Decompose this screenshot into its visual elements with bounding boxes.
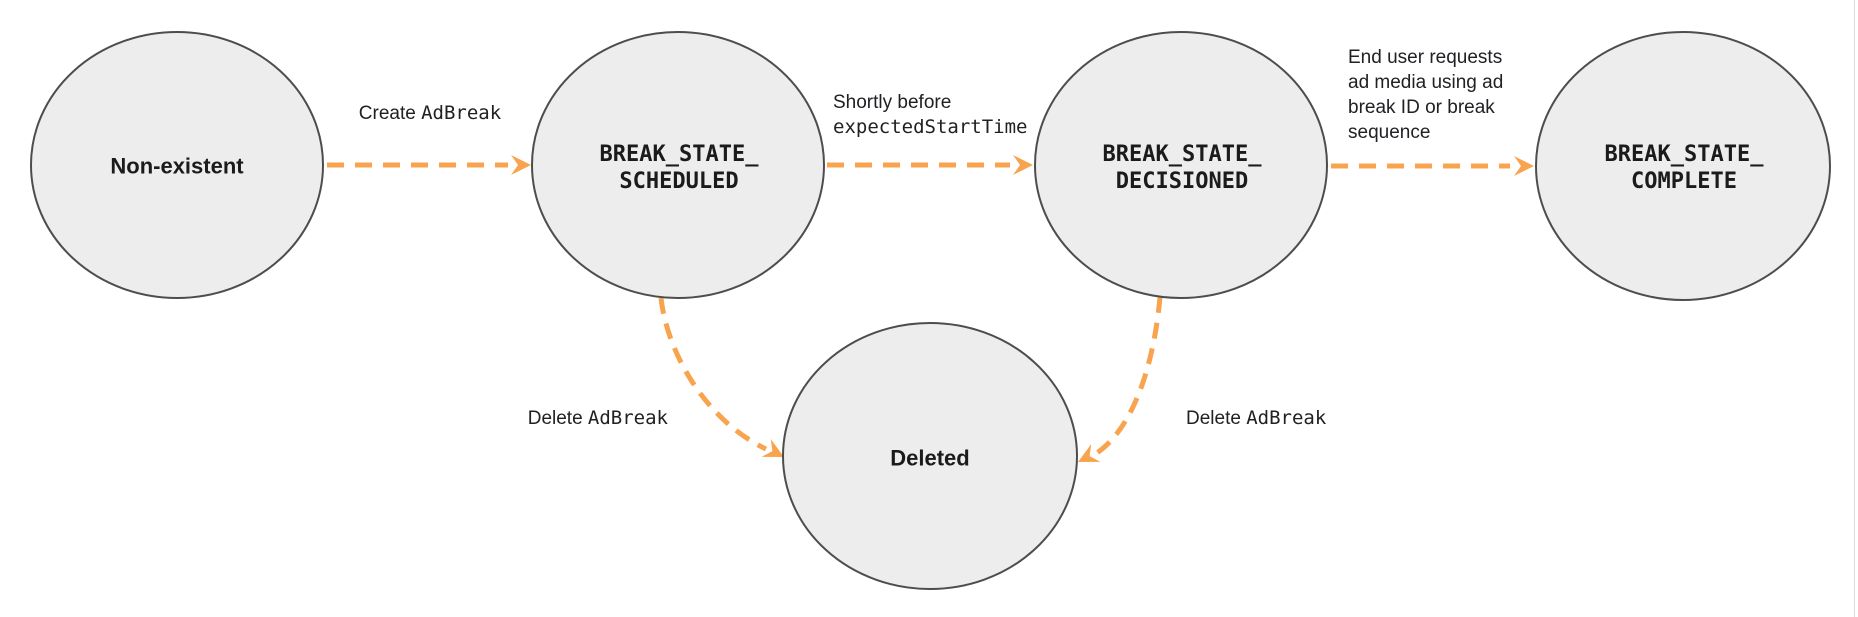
edge-label-delete-left-code: AdBreak bbox=[587, 407, 668, 429]
arrowhead-create-adbreak-icon bbox=[511, 155, 531, 175]
edge-delete-adbreak-from-scheduled bbox=[658, 297, 768, 452]
edge-label-delete-left-text: Delete bbox=[527, 408, 588, 429]
state-label-deleted: Deleted bbox=[890, 445, 970, 471]
state-node-deleted bbox=[782, 322, 1078, 590]
edge-label-delete-adbreak-right: Delete AdBreak bbox=[1186, 406, 1326, 431]
edge-label-create-adbreak-code: AdBreak bbox=[421, 102, 502, 124]
edge-label-delete-right-code: AdBreak bbox=[1246, 407, 1327, 429]
edge-label-delete-adbreak-left: Delete AdBreak bbox=[460, 406, 668, 431]
edge-label-delete-right-text: Delete bbox=[1186, 408, 1247, 429]
edge-delete-adbreak-from-decisioned bbox=[1095, 296, 1163, 456]
arrowhead-delete-from-scheduled-icon bbox=[761, 439, 784, 457]
state-label-break-state-complete: BREAK_STATE_ COMPLETE bbox=[1604, 142, 1764, 194]
arrowhead-shortly-before-icon bbox=[1013, 155, 1033, 175]
edge-label-create-adbreak-text: Create bbox=[358, 103, 422, 124]
state-node-break-state-complete bbox=[1535, 31, 1831, 301]
state-node-non-existent bbox=[30, 31, 324, 299]
edge-label-shortly-before: Shortly before expectedStartTime bbox=[833, 90, 1027, 140]
page-right-border bbox=[1854, 0, 1855, 617]
state-label-break-state-scheduled: BREAK_STATE_ SCHEDULED bbox=[599, 142, 759, 194]
edge-label-shortly-before-text: Shortly before bbox=[833, 92, 952, 113]
arrowhead-end-user-requests-icon bbox=[1514, 156, 1534, 176]
state-label-non-existent: Non-existent bbox=[110, 153, 244, 179]
edge-label-end-user-requests: End user requests ad media using ad brea… bbox=[1348, 45, 1503, 145]
edge-label-end-user-requests-text: End user requests ad media using ad brea… bbox=[1348, 47, 1504, 143]
state-node-break-state-scheduled bbox=[531, 31, 825, 299]
state-node-break-state-decisioned bbox=[1034, 31, 1328, 299]
edge-label-create-adbreak: Create AdBreak bbox=[330, 101, 530, 126]
edge-label-shortly-before-code: expectedStartTime bbox=[833, 116, 1028, 138]
state-label-break-state-decisioned: BREAK_STATE_ DECISIONED bbox=[1102, 142, 1262, 194]
arrowhead-delete-from-decisioned-icon bbox=[1078, 444, 1101, 462]
